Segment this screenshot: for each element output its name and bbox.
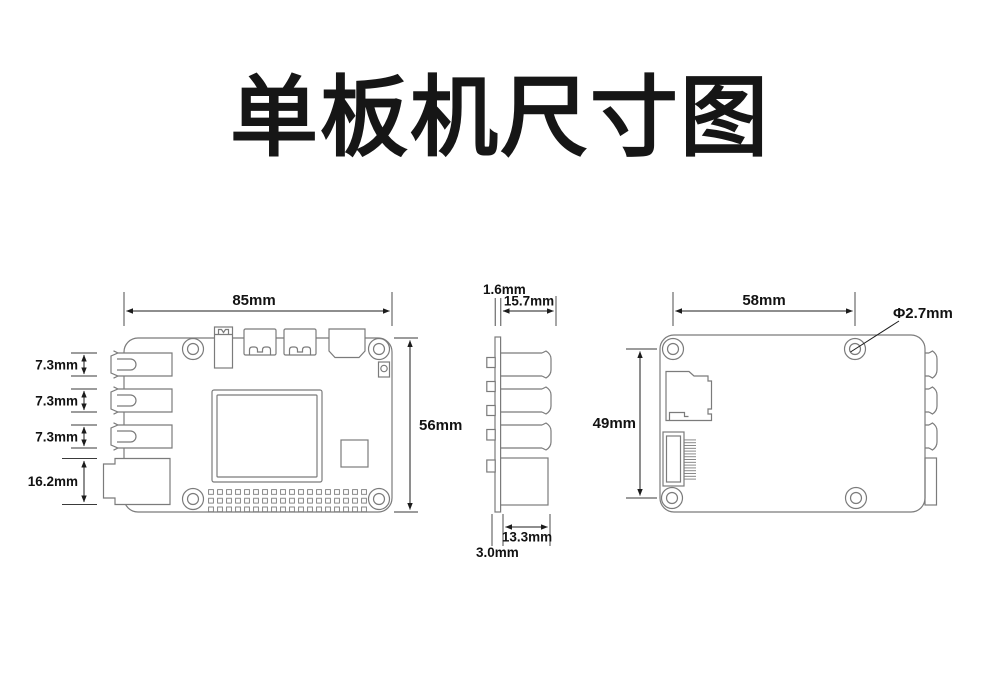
mounting-hole (367, 337, 391, 361)
solder-tab (486, 428, 496, 441)
hole-diameter-label: Φ2.7mm (893, 305, 953, 322)
solder-tab (486, 404, 496, 417)
side-view: 1.6mm 15.7mm 13.3 (476, 282, 557, 560)
board-thickness-label: 1.6mm (483, 282, 526, 297)
leader-line (850, 320, 900, 353)
microsd-slot (665, 370, 713, 422)
bottom-view: 58mm Φ2.7mm (593, 292, 953, 513)
hole-span-h-label: 58mm (742, 292, 785, 309)
solder-tab (486, 356, 496, 369)
ethernet-height-dimension: 16.2mm (28, 458, 97, 505)
mounting-hole (843, 337, 867, 361)
usb-port-side (500, 386, 552, 415)
solder-tab (486, 459, 496, 473)
solder-tab (486, 380, 496, 393)
mounting-hole (660, 486, 684, 510)
usb-height-label: 7.3mm (35, 430, 78, 445)
soc-chip (211, 389, 323, 483)
mounting-hole (181, 487, 205, 511)
top-view-width-label: 85mm (232, 292, 275, 309)
usb-port-stub (925, 386, 938, 415)
mounting-hole (844, 486, 868, 510)
top-view: 85mm (28, 292, 462, 514)
usb-height-dimension: 7.3mm (35, 352, 97, 377)
gpio-header (208, 489, 369, 514)
board-outline (659, 334, 926, 513)
mounting-hole (661, 337, 685, 361)
led-indicator (377, 361, 391, 378)
usb-port-side (500, 350, 552, 379)
usb-port (110, 386, 173, 415)
usb-port (110, 350, 173, 379)
usb-port-stub (925, 422, 938, 451)
board-edge (494, 336, 502, 513)
page-title: 单板机尺寸图 (229, 68, 770, 167)
usb-height-label: 7.3mm (35, 394, 78, 409)
ethernet-port-side (500, 457, 549, 506)
usb-height-dimension: 7.3mm (35, 424, 97, 449)
usb-port-stub (925, 350, 938, 379)
hdmi-connector (328, 328, 366, 359)
micro-hdmi-connector (243, 328, 277, 356)
mounting-hole (181, 337, 205, 361)
usb-port-side (500, 422, 552, 451)
fpc-connector (662, 431, 696, 487)
ethernet-port-stub (924, 457, 938, 506)
ethernet-height-label: 16.2mm (28, 474, 78, 489)
micro-hdmi-connector (283, 328, 317, 356)
usb-height-dimension: 7.3mm (35, 388, 97, 413)
connector-depth-label: 15.7mm (504, 294, 554, 309)
power-connector (213, 326, 234, 369)
hole-span-v-label: 49mm (593, 415, 636, 432)
top-view-height-label: 56mm (419, 417, 462, 434)
usb-height-label: 7.3mm (35, 358, 78, 373)
usb-port (110, 422, 173, 451)
ethernet-depth-label: 13.3mm (502, 530, 552, 545)
ethernet-port (102, 457, 171, 506)
overhang-label: 3.0mm (476, 545, 519, 560)
small-chip (340, 439, 369, 468)
